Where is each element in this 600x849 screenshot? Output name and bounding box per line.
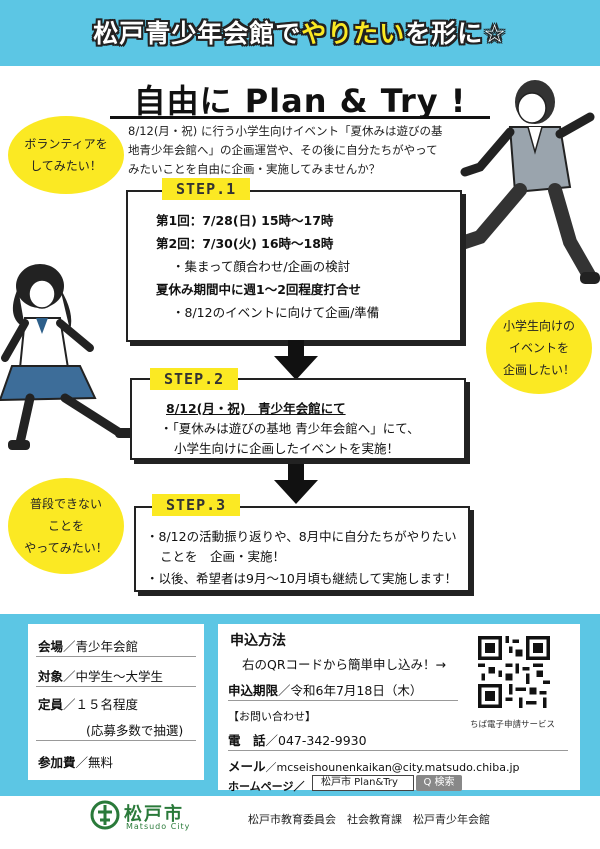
title-underline: [110, 116, 490, 119]
mail-link[interactable]: ／mcseishounenkaikan@city.matsudo.chiba.j…: [265, 761, 520, 774]
matsudo-city-logo-icon: [90, 800, 120, 830]
fee-value: ／無料: [75, 755, 114, 770]
header-title-highlight: やりたい: [301, 19, 406, 48]
target-row: 対象／中学生〜大学生: [38, 666, 163, 685]
step1-session2: 第2回：7/30(火) 16時〜18時: [156, 236, 334, 251]
header-title-pre: 松戸青少年会館で: [93, 19, 302, 48]
capacity-note: (応募多数で抽選): [86, 723, 184, 738]
divider: [36, 656, 196, 657]
divider: [228, 700, 458, 701]
step1-bullet2: ・8/12のイベントに向けて企画/準備: [172, 305, 380, 320]
phone-key: 電 話: [228, 733, 266, 748]
divider: [36, 686, 196, 687]
target-key: 対象: [38, 669, 64, 684]
divider: [36, 740, 196, 741]
bubble-volunteer: ボランティアをしてみたい！: [8, 116, 124, 194]
bubble-unusual: 普段できないことをやってみたい！: [8, 478, 124, 574]
step1-weekly: 夏休み期間中に週1〜2回程度打合せ: [156, 282, 361, 297]
qr-caption: ちば電子申請サービス: [470, 720, 556, 730]
mail-key: メール: [228, 759, 266, 774]
bubble-line: 小学生向けの: [502, 319, 575, 333]
phone-row: 電 話／047-342-9930: [228, 730, 367, 749]
fee-row: 参加費／無料: [38, 752, 113, 771]
phone-value: ／047-342-9930: [265, 733, 367, 748]
intro-line: 8/12(月・祝) に行う小学生向けイベント「夏休みは遊びの基: [128, 124, 443, 138]
running-boy-illustration: [440, 80, 600, 284]
bubble-line: 普段できない: [29, 497, 102, 511]
step1-session1: 第1回：7/28(日) 15時〜17時: [156, 213, 334, 228]
step3-bullet1-line1: ・8/12の活動振り返りや、8月中に自分たちがやりたい: [146, 529, 457, 544]
logo-sub: Matsudo City: [126, 822, 191, 831]
intro-line: みたいことを自由に企画・実施してみませんか？: [128, 162, 381, 176]
divider: [228, 750, 568, 751]
footer: [0, 796, 600, 849]
main-title: 自由に Plan & Try !: [133, 82, 467, 120]
step2-date: 8/12(月・祝) 青少年会館にて: [166, 401, 346, 416]
bubble-line: イベントを: [508, 341, 569, 355]
search-button[interactable]: Q 検索: [416, 775, 462, 791]
target-value: ／中学生〜大学生: [63, 669, 164, 684]
bubble-line: ボランティアを: [24, 137, 108, 151]
event-details-panel: [28, 624, 204, 780]
deadline-value: ／令和6年7月18日（木）: [278, 683, 423, 698]
intro-line: 地青少年会館へ」の企画運営や、その後に自分たちがやって: [128, 143, 438, 157]
step2-box: [130, 378, 466, 460]
step3-bullet2: ・以後、希望者は9月〜10月頃も継続して実施します！: [146, 571, 457, 586]
step2-bullet-line1: ・「夏休みは遊びの基地 青少年会館へ」にて、: [160, 421, 420, 436]
qr-code[interactable]: [478, 636, 550, 708]
organizer-text: 松戸市教育委員会 社会教育課 松戸青少年会館: [248, 813, 490, 826]
bubble-plan-event: 小学生向けのイベントを企画したい！: [486, 302, 592, 394]
step3-box: [134, 506, 470, 592]
deadline-key: 申込期限: [228, 683, 279, 698]
star-icon: ☆: [483, 19, 507, 48]
running-girl-illustration: [0, 264, 137, 450]
bubble-line: ことを: [47, 519, 84, 533]
step1-label: STEP.1: [162, 178, 251, 200]
down-arrow-icon: [274, 340, 318, 380]
bubble-line: 企画したい！: [502, 363, 575, 377]
header-title: 松戸青少年会館でやりたいを形に☆: [0, 14, 600, 50]
fee-key: 参加費: [38, 755, 76, 770]
deadline-row: 申込期限／令和6年7月18日（木）: [228, 680, 422, 699]
apply-text: 右のQRコードから簡単申し込み！→: [242, 657, 446, 672]
step2-bullet-line2: 小学生向けに企画したイベントを実施！: [174, 441, 400, 456]
step3-label: STEP.3: [152, 494, 241, 516]
bubble-line: してみたい！: [30, 159, 102, 173]
capacity-key: 定員: [38, 697, 64, 712]
header-title-post: を形に: [405, 19, 484, 48]
capacity-row: 定員／１５名程度: [38, 694, 138, 713]
step2-label: STEP.2: [150, 368, 239, 390]
down-arrow-icon: [274, 464, 318, 504]
contact-heading: 【お問い合わせ】: [228, 710, 316, 723]
mail-row[interactable]: メール／mcseishounenkaikan@city.matsudo.chib…: [228, 756, 520, 775]
logo-name: 松戸市: [124, 804, 184, 825]
step1-bullet1: ・集まって顔合わせ/企画の検討: [172, 259, 351, 274]
apply-heading: 申込方法: [230, 633, 286, 649]
venue-key: 会場: [38, 639, 64, 654]
venue-row: 会場／青少年会館: [38, 636, 138, 655]
homepage-key: ホームページ／: [228, 780, 305, 793]
venue-value: ／青少年会館: [63, 639, 139, 654]
homepage-search-input[interactable]: 松戸市 Plan&Try: [312, 775, 414, 791]
step3-bullet1-line2: ことを 企画・実施！: [160, 549, 286, 564]
intro-text: 8/12(月・祝) に行う小学生向けイベント「夏休みは遊びの基 地青少年会館へ」…: [128, 122, 488, 179]
capacity-value: ／１５名程度: [63, 697, 139, 712]
header-band: 松戸青少年会館でやりたいを形に☆: [0, 0, 600, 66]
bubble-line: やってみたい！: [24, 541, 108, 555]
